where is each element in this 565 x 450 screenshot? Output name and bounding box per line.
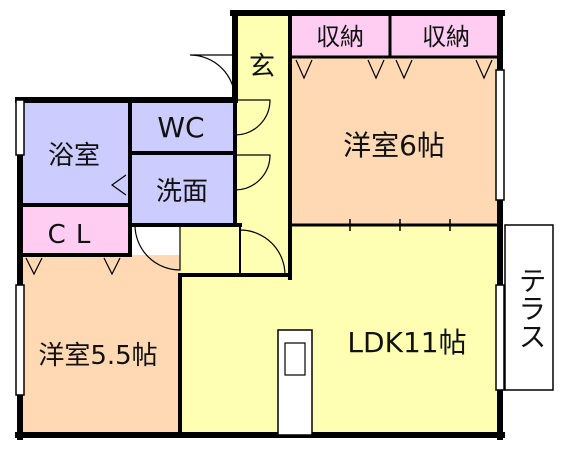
terrace-area	[504, 224, 554, 391]
room-western-6	[290, 55, 500, 225]
door-swings	[134, 54, 286, 276]
room-washroom	[130, 155, 235, 225]
bath-entry-arrow	[110, 174, 127, 196]
label-storage-right: 収納	[422, 23, 470, 51]
room-closet	[20, 205, 130, 255]
label-wc: WC	[157, 111, 204, 144]
label-western-5-5: 洋室5.5帖	[38, 341, 157, 371]
label-genkan: 玄	[249, 52, 275, 82]
room-bath	[20, 100, 130, 205]
label-ldk: LDK11帖	[347, 326, 466, 359]
room-wc	[130, 100, 235, 152]
label-bath: 浴室	[48, 141, 100, 171]
label-storage-left: 収納	[316, 23, 364, 51]
hall-entry	[235, 15, 290, 275]
hall-lower	[180, 225, 240, 275]
room-western-5-5	[20, 255, 180, 435]
room-storage-left	[290, 15, 390, 57]
kitchen-sink	[284, 342, 306, 376]
room-ldk	[180, 225, 500, 435]
label-washroom: 洗面	[156, 177, 208, 207]
label-western-6: 洋室6帖	[343, 129, 445, 162]
label-closet: CL	[48, 220, 101, 250]
folding-doors	[25, 59, 493, 276]
windows	[15, 69, 505, 396]
label-terrace: テラス	[515, 266, 548, 350]
sliding-door-ticks	[349, 219, 451, 231]
room-storage-right	[390, 15, 500, 57]
